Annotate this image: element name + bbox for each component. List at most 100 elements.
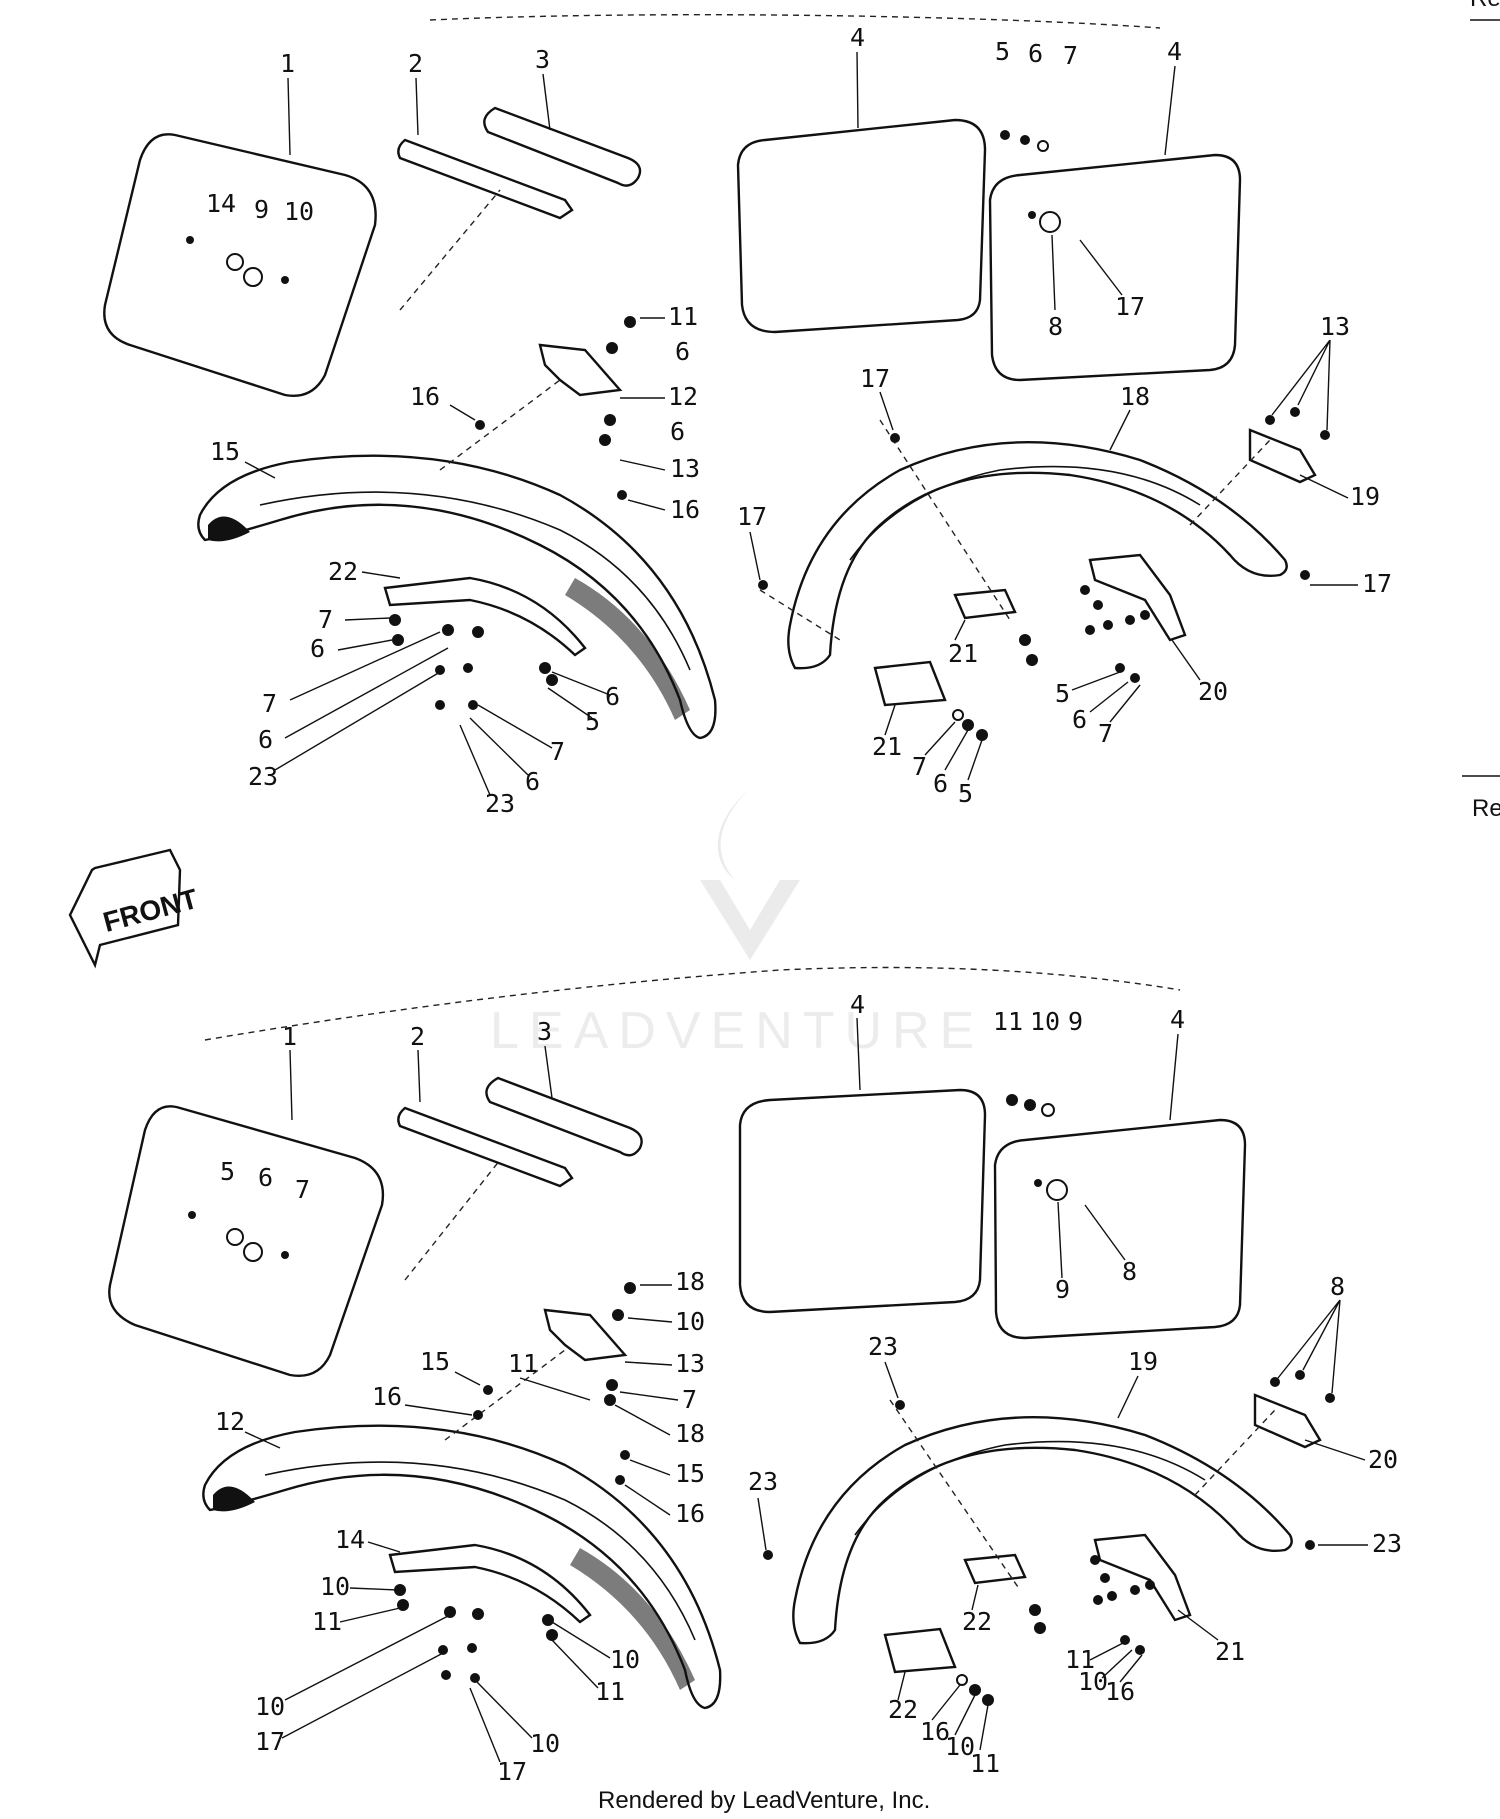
- top-diagram: 1 2 3 4 5 6 7 4 14 9 10 11 6 12 6 13 16: [103, 14, 1392, 818]
- top-label: 8: [1048, 312, 1063, 341]
- top-label: 9: [254, 195, 269, 224]
- bottom-label: 19: [1128, 1347, 1158, 1376]
- bottom-label: 11: [508, 1349, 538, 1378]
- bottom-label: 10: [675, 1307, 705, 1336]
- bottom-labels: 1 2 3 4 11 10 9 4 5 6 7 18 10 13 15 11: [215, 990, 1402, 1786]
- top-label: 10: [284, 197, 314, 226]
- bottom-label: 9: [1068, 1007, 1083, 1036]
- front-arrow: FRONT: [68, 848, 201, 969]
- top-label: 18: [1120, 382, 1150, 411]
- side-plate-4-right: [988, 153, 1242, 382]
- watermark-text: LEADVENTURE: [490, 1002, 984, 1060]
- bottom-label: 18: [675, 1419, 705, 1448]
- bottom-label: 3: [537, 1017, 552, 1046]
- side-plate-4-left-bottom: [738, 1088, 987, 1314]
- top-label: 2: [408, 49, 423, 78]
- dash-top-2: [439, 379, 561, 471]
- rear-fender-19: [792, 1416, 1293, 1645]
- watermark-logo: [700, 790, 800, 960]
- side-plate-4-right-bottom: [993, 1118, 1247, 1340]
- top-label: 16: [670, 495, 700, 524]
- top-label: 7: [318, 605, 333, 634]
- bottom-label: 10: [320, 1572, 350, 1601]
- top-label: 12: [668, 382, 698, 411]
- top-label: 5: [585, 707, 600, 736]
- top-hardware: [186, 130, 1330, 741]
- dash-top-4: [1189, 439, 1271, 526]
- top-label: 13: [1320, 312, 1350, 341]
- top-label: 4: [850, 23, 865, 52]
- top-label: 21: [872, 732, 902, 761]
- bottom-label: 9: [1055, 1275, 1070, 1304]
- bottom-label: 23: [1372, 1529, 1402, 1558]
- bottom-label: 23: [748, 1467, 778, 1496]
- bottom-label: 10: [255, 1692, 285, 1721]
- top-label: 5: [958, 779, 973, 808]
- edge-label-bottom: Re: [1472, 795, 1500, 822]
- bracket-21-bottom: [1093, 1533, 1192, 1622]
- top-label: 6: [525, 767, 540, 796]
- bottom-label: 10: [945, 1732, 975, 1761]
- top-label: 17: [737, 502, 767, 531]
- bottom-label: 16: [675, 1499, 705, 1528]
- top-label: 7: [550, 737, 565, 766]
- top-label: 14: [206, 189, 236, 218]
- dash-top-3: [879, 419, 1011, 621]
- bottom-label: 17: [497, 1757, 527, 1786]
- bottom-label: 20: [1368, 1445, 1398, 1474]
- top-label: 7: [1063, 41, 1078, 70]
- bottom-label: 2: [410, 1022, 425, 1051]
- top-label: 15: [210, 437, 240, 466]
- top-label: 7: [262, 689, 277, 718]
- fender-12-shade: [570, 1548, 695, 1690]
- top-label: 6: [933, 769, 948, 798]
- bottom-label: 22: [888, 1695, 918, 1724]
- dash-top-1: [399, 189, 501, 311]
- pad-21-lower: [873, 660, 947, 707]
- bottom-label: 7: [295, 1175, 310, 1204]
- bottom-label: 4: [850, 990, 865, 1019]
- front-fender-15: [197, 454, 717, 740]
- rear-fender-18: [787, 441, 1288, 670]
- bracket-20: [1088, 553, 1187, 642]
- bracket-2: [397, 138, 574, 220]
- bottom-label: 16: [372, 1382, 402, 1411]
- top-label: 5: [995, 37, 1010, 66]
- bottom-label: 17: [255, 1727, 285, 1756]
- dash-bottom-3: [889, 1399, 1021, 1591]
- bottom-label: 11: [312, 1607, 342, 1636]
- fender-12-end: [213, 1486, 255, 1512]
- bottom-hardware: [188, 1094, 1335, 1706]
- top-label: 1: [280, 49, 295, 78]
- top-label: 6: [1028, 39, 1043, 68]
- outline-dash: [429, 14, 1161, 29]
- front-fender-12: [202, 1424, 722, 1710]
- bottom-label: 21: [1215, 1637, 1245, 1666]
- fender-12-bead: [264, 1461, 696, 1641]
- bracket-13: [543, 1308, 628, 1362]
- bottom-label: 11: [970, 1749, 1000, 1778]
- bottom-label: 8: [1330, 1272, 1345, 1301]
- bottom-label: 10: [610, 1645, 640, 1674]
- bottom-label: 18: [675, 1267, 705, 1296]
- top-label: 6: [605, 682, 620, 711]
- top-label: 17: [1115, 292, 1145, 321]
- top-labels: 1 2 3 4 5 6 7 4 14 9 10 11 6 12 6 13 16: [206, 23, 1392, 818]
- brace-22: [383, 576, 587, 657]
- bracket-20-bottom: [1253, 1393, 1322, 1449]
- fender-15-shade: [565, 578, 690, 720]
- strap-3-bottom: [485, 1076, 643, 1157]
- top-label: 3: [535, 45, 550, 74]
- bottom-label: 15: [675, 1459, 705, 1488]
- top-label: 6: [675, 337, 690, 366]
- pad-22-upper: [963, 1553, 1027, 1585]
- top-label: 4: [1167, 37, 1182, 66]
- dash-top-5: [759, 589, 841, 641]
- plate-1-bottom: [108, 1105, 385, 1377]
- top-label: 20: [1198, 677, 1228, 706]
- edge-label-top: Re: [1470, 0, 1500, 12]
- bottom-label: 12: [215, 1407, 245, 1436]
- bracket-2-bottom: [397, 1106, 574, 1188]
- bracket-12: [538, 343, 623, 397]
